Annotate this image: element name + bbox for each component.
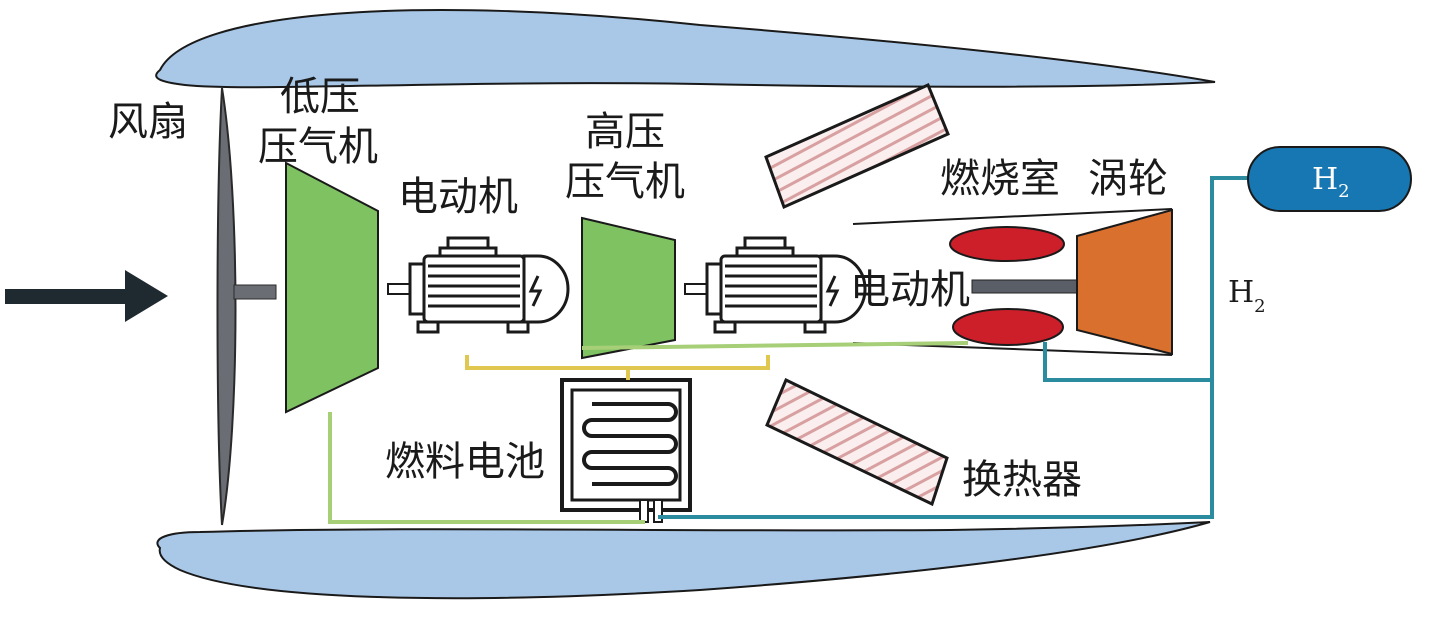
green-line-lp <box>328 412 645 524</box>
hp-compressor <box>581 216 676 360</box>
h2-tank <box>1247 146 1412 212</box>
label-lp-compressor-1: 低压 <box>280 74 360 120</box>
h2-tank-label: H2 <box>1312 162 1350 202</box>
label-turbine: 涡轮 <box>1088 156 1168 202</box>
hydrogen-line-combustor <box>1043 342 1212 382</box>
lp-compressor <box>285 161 379 414</box>
motor-2-icon <box>684 236 867 334</box>
label-lp-compressor-2: 压气机 <box>258 124 378 170</box>
green-line-hp <box>581 341 969 350</box>
label-combustor: 燃烧室 <box>940 156 1060 202</box>
label-h2-line: H2 <box>1228 275 1266 317</box>
motor-1-icon <box>387 236 570 334</box>
nacelle-bottom <box>156 521 1211 600</box>
turbine <box>1076 208 1173 356</box>
inlet-arrow <box>5 270 168 322</box>
label-fuel-cell: 燃料电池 <box>385 439 545 485</box>
power-bus <box>465 355 770 370</box>
label-hp-compressor-1: 高压 <box>585 109 665 155</box>
combustor-top <box>949 226 1065 262</box>
heat-exchanger-top <box>764 83 950 210</box>
fan-blade <box>216 87 237 526</box>
heat-exchanger-bottom <box>765 377 949 507</box>
label-motor-2: 电动机 <box>850 267 970 313</box>
combustor-bottom <box>952 308 1064 346</box>
label-motor-1: 电动机 <box>398 174 518 220</box>
label-heat-exchanger: 换热器 <box>962 457 1082 503</box>
nacelle-top <box>155 9 1216 89</box>
casing-line-top <box>852 208 1173 225</box>
hydrogen-line <box>658 176 1250 519</box>
turbine-shaft <box>971 279 1078 294</box>
fuel-cell-icon <box>560 378 692 523</box>
label-hp-compressor-2: 压气机 <box>565 159 685 205</box>
label-fan: 风扇 <box>108 99 188 145</box>
fan-shaft <box>233 284 277 300</box>
